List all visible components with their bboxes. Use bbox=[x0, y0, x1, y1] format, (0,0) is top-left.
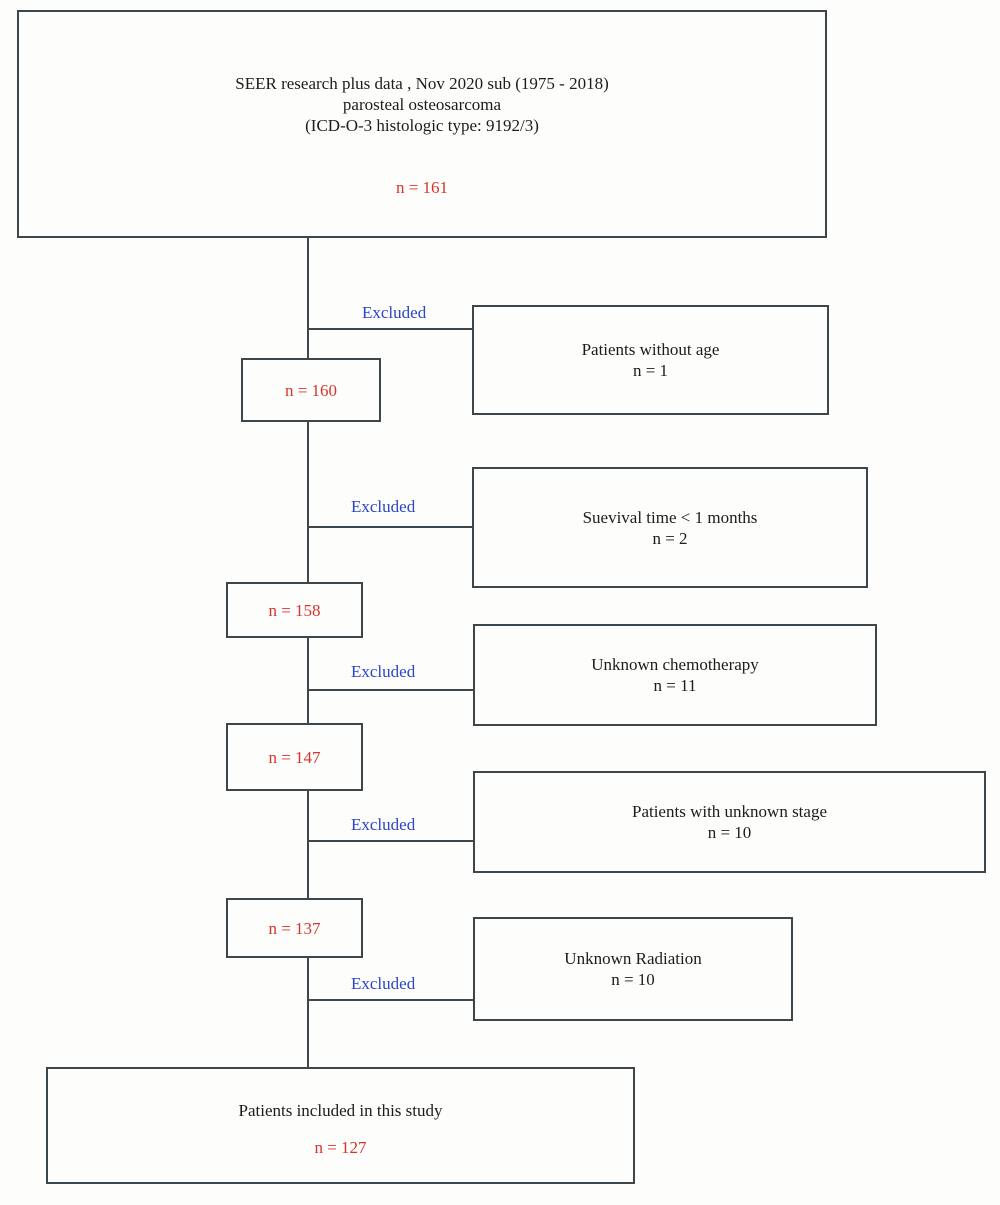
exclusion-box-1: Patients without age n = 1 bbox=[472, 305, 829, 415]
excluded-label-1: Excluded bbox=[362, 303, 427, 322]
connector-branch-3 bbox=[308, 689, 473, 691]
connector-vertical-2 bbox=[307, 422, 309, 582]
final-box: Patients included in this study n = 127 bbox=[46, 1067, 635, 1184]
connector-branch-2 bbox=[308, 526, 472, 528]
remaining-count-3: n = 147 bbox=[268, 747, 321, 767]
exclusion-count-1: n = 1 bbox=[632, 361, 669, 380]
source-title-line3: (ICD-O-3 histologic type: 9192/3) bbox=[305, 115, 539, 135]
connector-vertical-4 bbox=[307, 791, 309, 898]
final-count: n = 127 bbox=[314, 1137, 367, 1157]
remaining-count-box-3: n = 147 bbox=[226, 723, 363, 791]
exclusion-count-5: n = 10 bbox=[611, 970, 655, 989]
connector-vertical-3 bbox=[307, 638, 309, 723]
exclusion-reason-1: Patients without age bbox=[581, 340, 720, 359]
excluded-label-4: Excluded bbox=[351, 815, 416, 834]
connector-branch-4 bbox=[308, 840, 473, 842]
remaining-count-1: n = 160 bbox=[284, 380, 338, 400]
remaining-count-2: n = 158 bbox=[268, 600, 321, 620]
connector-branch-5 bbox=[308, 999, 473, 1001]
connector-vertical-1 bbox=[307, 238, 309, 358]
excluded-label-5: Excluded bbox=[351, 974, 416, 993]
excluded-label-3: Excluded bbox=[351, 662, 416, 681]
exclusion-box-3: Unknown chemotherapy n = 11 bbox=[473, 624, 877, 726]
exclusion-reason-4: Patients with unknown stage bbox=[631, 802, 827, 821]
source-box: SEER research plus data , Nov 2020 sub (… bbox=[17, 10, 827, 238]
exclusion-count-4: n = 10 bbox=[707, 823, 752, 842]
source-title-line2: parosteal osteosarcoma bbox=[342, 94, 502, 114]
exclusion-reason-2: Suevival time < 1 months bbox=[582, 507, 758, 527]
final-label: Patients included in this study bbox=[238, 1100, 443, 1120]
excluded-label-2: Excluded bbox=[351, 497, 416, 516]
remaining-count-box-1: n = 160 bbox=[241, 358, 381, 422]
remaining-count-box-2: n = 158 bbox=[226, 582, 363, 638]
exclusion-reason-5: Unknown Radiation bbox=[564, 949, 702, 968]
source-title-line1: SEER research plus data , Nov 2020 sub (… bbox=[235, 73, 609, 93]
source-count: n = 161 bbox=[395, 177, 449, 197]
remaining-count-4: n = 137 bbox=[268, 918, 321, 938]
exclusion-box-2: Suevival time < 1 months n = 2 bbox=[472, 467, 868, 588]
exclusion-count-3: n = 11 bbox=[653, 676, 697, 695]
exclusion-box-5: Unknown Radiation n = 10 bbox=[473, 917, 793, 1021]
connector-branch-1 bbox=[308, 328, 472, 330]
exclusion-box-4: Patients with unknown stage n = 10 bbox=[473, 771, 986, 873]
exclusion-reason-3: Unknown chemotherapy bbox=[591, 655, 759, 674]
connector-vertical-5 bbox=[307, 958, 309, 1067]
remaining-count-box-4: n = 137 bbox=[226, 898, 363, 958]
exclusion-count-2: n = 2 bbox=[652, 528, 688, 548]
